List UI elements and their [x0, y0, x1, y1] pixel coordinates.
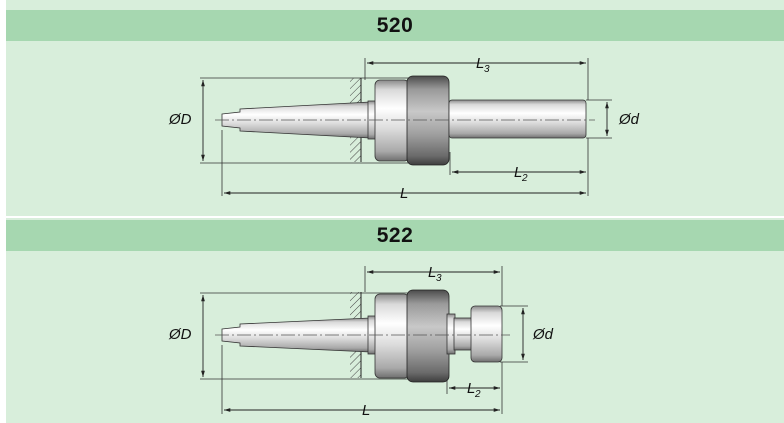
shaft-diameter-label-522: Ød	[532, 326, 554, 343]
l3-label-520: L	[476, 55, 484, 72]
tool-drawing-520: ØD Ød L 3 L 2 L	[168, 55, 640, 202]
l2-label-520: L	[514, 164, 522, 181]
shaft-520	[448, 99, 587, 139]
model-header-520: 520	[6, 10, 784, 41]
total-length-label-522: L	[362, 402, 370, 419]
bearing-ring-520	[406, 75, 450, 166]
l2-subscript-520: 2	[521, 173, 528, 184]
neck-522	[453, 317, 473, 351]
body-522	[374, 293, 410, 379]
shaft-diameter-label-520: Ød	[618, 111, 640, 128]
outer-diameter-label-520: ØD	[168, 111, 192, 128]
model-number-522: 522	[376, 223, 414, 247]
l2-subscript-522: 2	[474, 389, 481, 400]
total-length-label-520: L	[400, 185, 408, 202]
body-520	[374, 79, 410, 162]
l3-subscript-522: 3	[436, 273, 442, 284]
head-522	[470, 305, 503, 363]
diagram-panel-520: 520	[6, 0, 784, 216]
outer-diameter-label-522: ØD	[168, 326, 192, 343]
l2-label-522: L	[467, 380, 475, 397]
model-header-522: 522	[6, 220, 784, 251]
l3-label-522: L	[428, 264, 436, 281]
model-number-520: 520	[376, 13, 414, 37]
tool-drawing-522: ØD Ød L 3 L 2 L	[168, 264, 554, 419]
bearing-ring-522	[406, 289, 450, 383]
l3-subscript-520: 3	[484, 64, 490, 75]
